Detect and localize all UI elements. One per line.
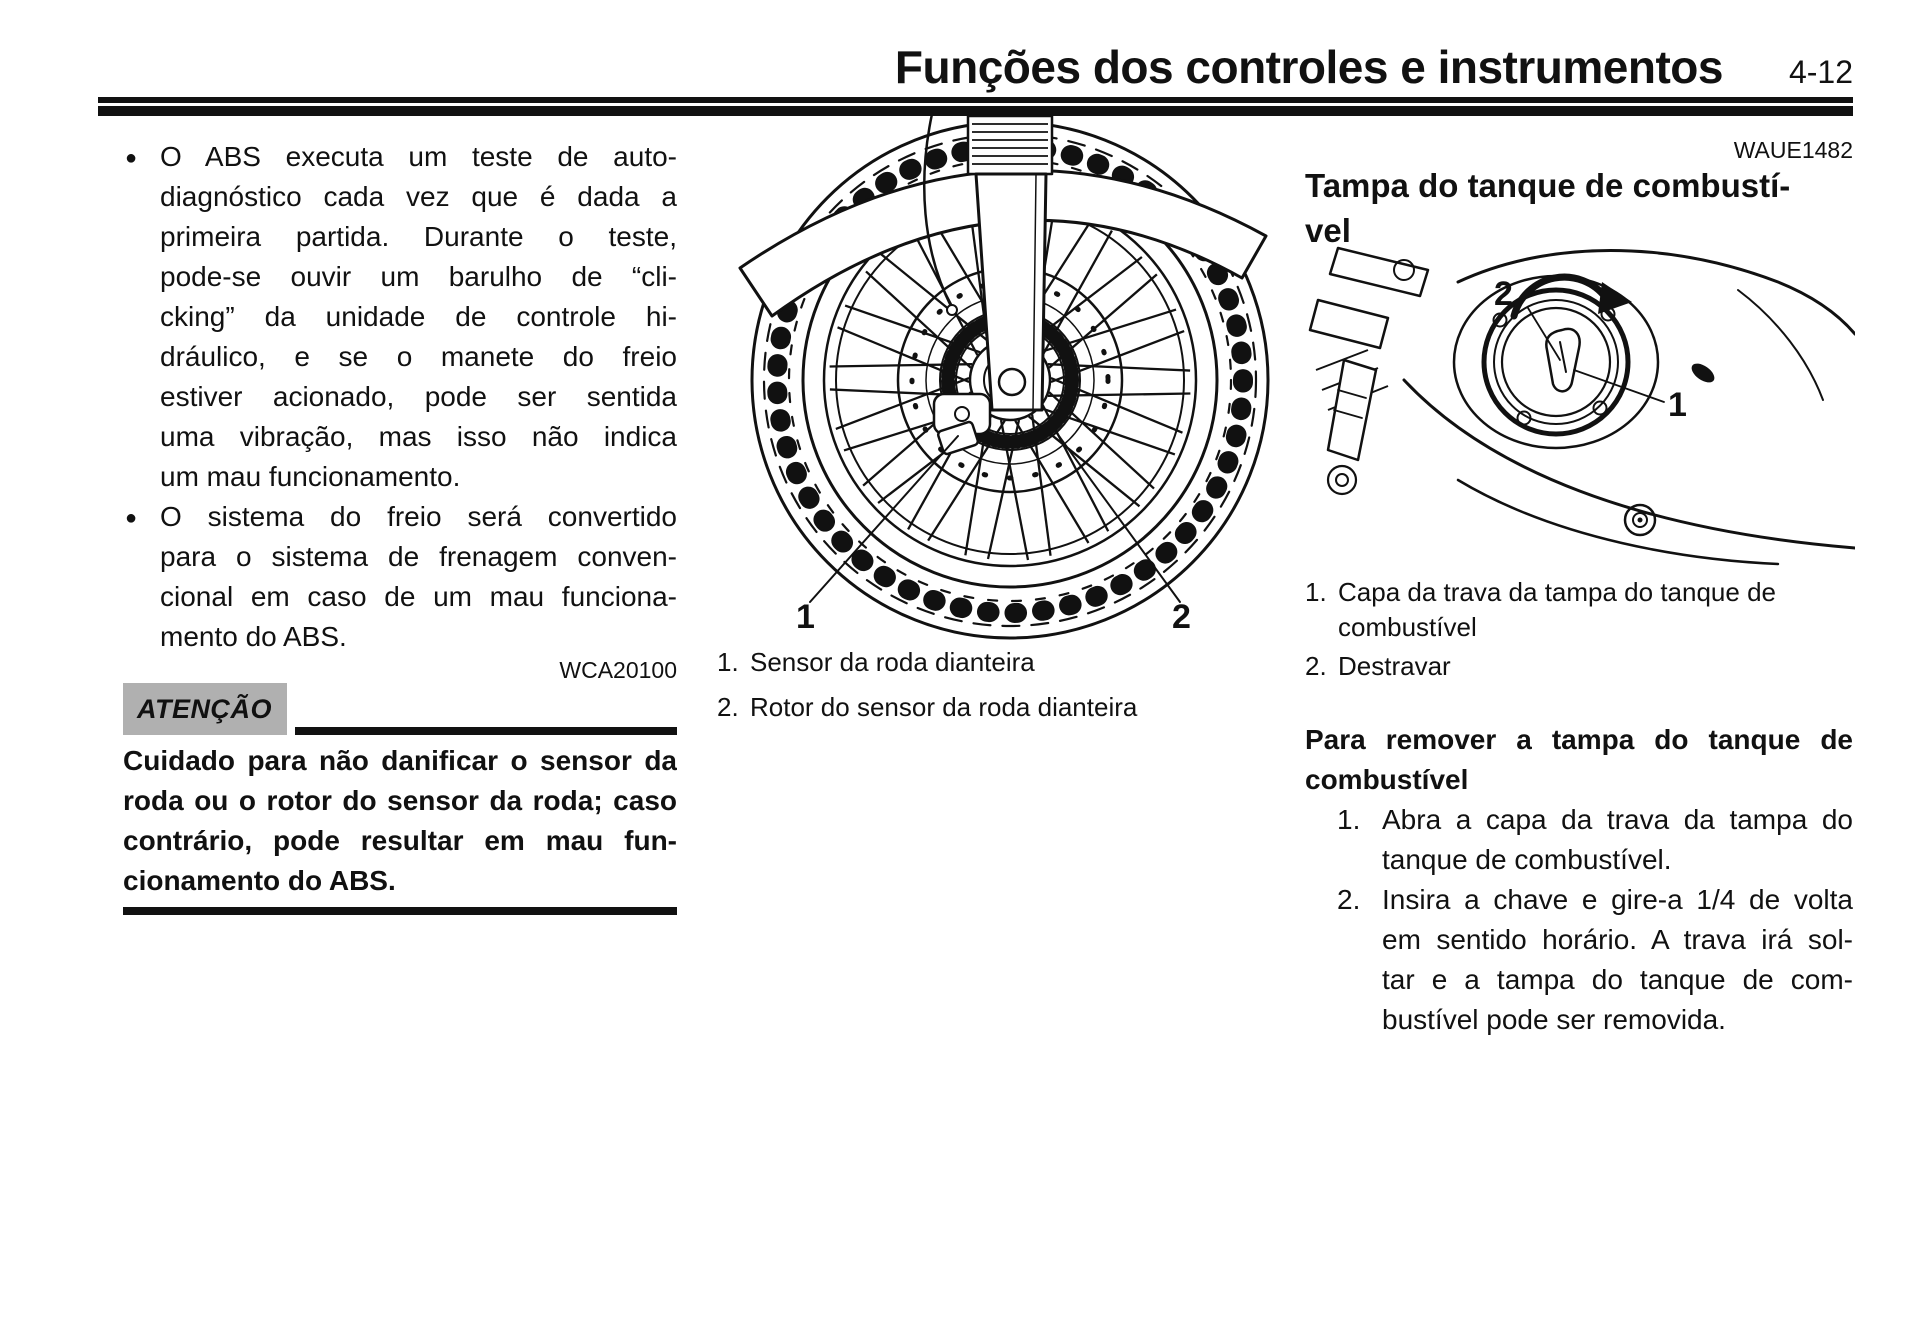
subheading-line: combustível (1305, 764, 1469, 795)
body-line: cking” da unidade de controle hi- (160, 301, 677, 332)
right-column: WAUE1482 Tampa do tanque de combustí- ve… (1305, 137, 1853, 1040)
caption-text: Sensor da roda dianteira (750, 647, 1035, 677)
caption-text: Capa da trava da tampa do tanque de (1338, 577, 1776, 607)
page-header: Funções dos controles e instrumentos 4-1… (98, 40, 1853, 94)
step-line: tanque de combustível. (1382, 844, 1672, 875)
body-line: estiver acionado, pode ser sentida (160, 381, 677, 412)
step-line: em sentido horário. A trava irá sol- (1382, 924, 1853, 955)
figure-caption: 2. Rotor do sensor da roda dianteira (717, 689, 1287, 725)
step-line: bustível pode ser removida. (1382, 1004, 1726, 1035)
caption-number: 1. (717, 647, 739, 677)
figure-spacer (1305, 253, 1853, 575)
wheel-figure-label-rotor: 2 (1172, 598, 1191, 636)
page-title: Funções dos controles e instrumentos (894, 41, 1724, 93)
bullet-item-brake-fallback: ● O sistema do freio será convertido par… (123, 497, 677, 657)
section-title: Tampa do tanque de combustí- vel (1305, 163, 1853, 253)
step-line: Abra a capa da trava da tampa do (1382, 804, 1853, 835)
body-line: cional em caso de um mau funciona- (160, 581, 677, 612)
step-line: tar e a tampa do tanque de com- (1382, 964, 1853, 995)
header-rule-thick (98, 106, 1853, 116)
step-item: 1. Abra a capa da trava da tampa do tanq… (1305, 800, 1853, 880)
step-number: 1. (1337, 804, 1361, 835)
procedure-subheading: Para remover a tampa do tanque de combus… (1305, 720, 1853, 800)
attention-body: Cuidado para não danificar o sensor da r… (123, 741, 677, 901)
left-column: ● O ABS executa um teste de auto- diagnó… (123, 137, 677, 915)
attention-notice-header: ATENÇÃO (123, 683, 677, 735)
body-line: uma vibração, mas isso não indica (160, 421, 677, 452)
bullet-icon: ● (125, 507, 138, 529)
notice-line: contrário, pode resultar em mau fun- (123, 825, 677, 856)
tank-figure-label-unlock: 2 (1494, 275, 1513, 313)
caption-text: Destravar (1338, 651, 1451, 681)
reference-code: WAUE1482 (1733, 137, 1853, 163)
attention-bottom-rule (123, 907, 677, 915)
fuel-tank-cap-illustration: 2 1 (1308, 246, 1855, 566)
bullet-item-abs-test: ● O ABS executa um teste de auto- diagnó… (123, 137, 677, 497)
bullet-icon: ● (125, 147, 138, 169)
step-item: 2. Insira a chave e gire-a 1/4 de volta … (1305, 880, 1853, 1040)
body-line: mento do ABS. (160, 621, 347, 652)
body-line: pode-se ouvir um barulho de “cli- (160, 261, 677, 292)
body-line: diagnóstico cada vez que é dada a (160, 181, 677, 212)
attention-label-box: ATENÇÃO (123, 683, 287, 735)
section-title-line: Tampa do tanque de combustí- (1305, 167, 1791, 204)
body-line: dráulico, e se o manete do freio (160, 341, 677, 372)
wheel-figure-captions: 1. Sensor da roda dianteira 2. Rotor do … (717, 644, 1287, 734)
body-line: um mau funcionamento. (160, 461, 461, 492)
wheel-figure-label-sensor: 1 (796, 598, 815, 636)
body-line: para o sistema de frenagem conven- (160, 541, 677, 572)
page-number: 4-12 (1788, 54, 1853, 90)
step-number: 2. (1337, 884, 1361, 915)
procedure-steps: 1. Abra a capa da trava da tampa do tanq… (1305, 800, 1853, 1040)
body-line: primeira partida. Durante o teste, (160, 221, 677, 252)
figure-caption: 1. Sensor da roda dianteira (717, 644, 1287, 680)
notice-line: roda ou o rotor do sensor da roda; caso (123, 785, 677, 816)
caption-number: 2. (717, 692, 739, 722)
step-line: Insira a chave e gire-a 1/4 de volta (1382, 884, 1853, 915)
front-wheel-illustration: 1 2 (738, 112, 1270, 640)
body-line: O ABS executa um teste de auto- (160, 141, 677, 172)
body-line: O sistema do freio será convertido (160, 501, 677, 532)
notice-line: Cuidado para não danificar o sensor da (123, 745, 677, 776)
tank-figure-captions: 1. Capa da trava da tampa do tanque de c… (1305, 575, 1853, 684)
caption-number: 2. (1305, 651, 1327, 681)
caption-text: combustível (1338, 612, 1477, 642)
figure-caption: 2. Destravar (1305, 649, 1853, 684)
subheading-line: Para remover a tampa do tanque de (1305, 724, 1853, 755)
section-title-line: vel (1305, 212, 1351, 249)
figure-caption: 1. Capa da trava da tampa do tanque de c… (1305, 575, 1853, 645)
attention-rule (295, 727, 677, 735)
notice-line: cionamento do ABS. (123, 865, 396, 896)
caption-text: Rotor do sensor da roda dianteira (750, 692, 1138, 722)
tank-figure-label-cover: 1 (1668, 386, 1687, 424)
caption-number: 1. (1305, 577, 1327, 607)
reference-code: WCA20100 (559, 657, 677, 683)
header-rule-thin (98, 97, 1853, 103)
